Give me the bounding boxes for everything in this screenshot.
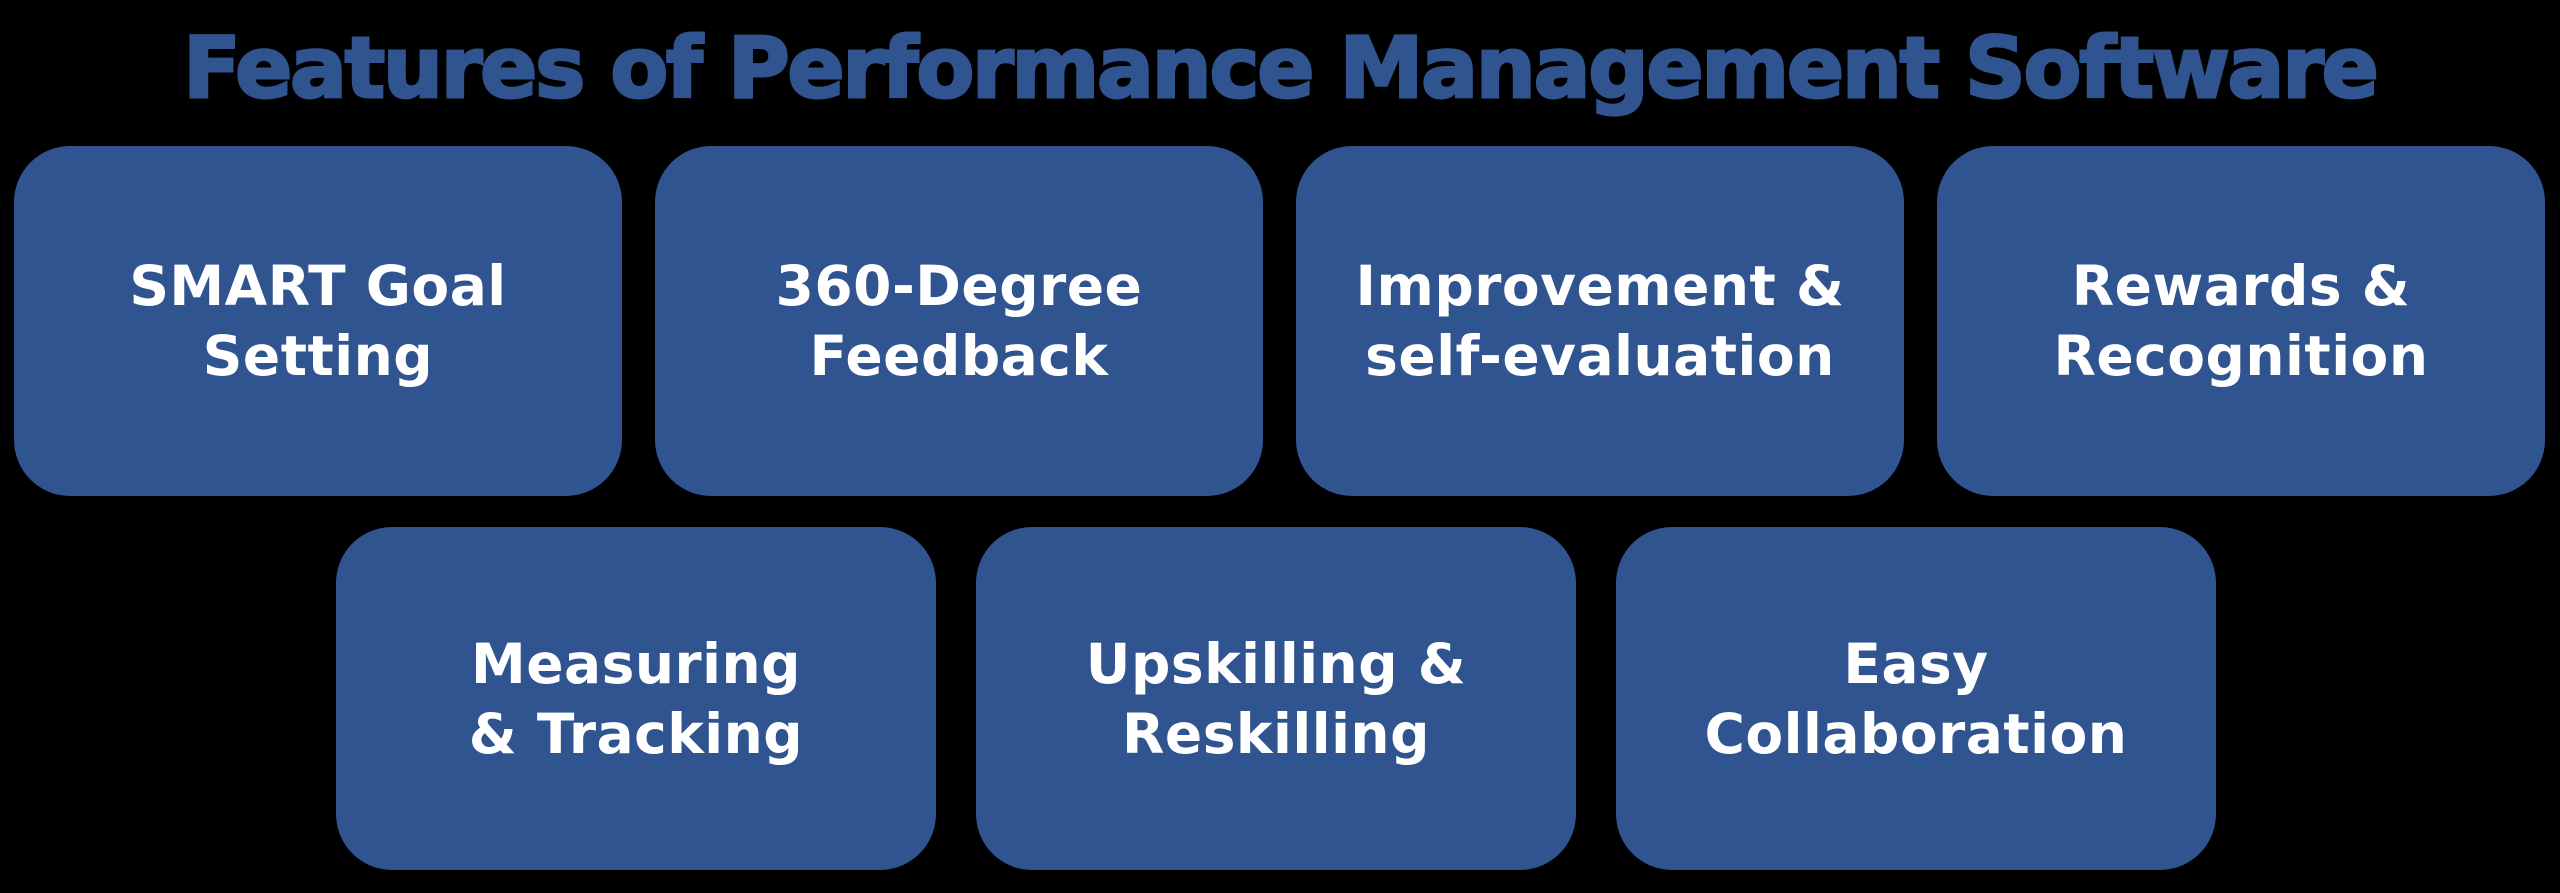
feature-label: Rewards & Recognition [2053,254,2429,388]
feature-card-360-degree-feedback: 360-Degree Feedback [655,146,1263,496]
feature-label: SMART Goal Setting [129,254,507,388]
feature-card-smart-goal-setting: SMART Goal Setting [14,146,622,496]
feature-label: Measuring & Tracking [468,631,804,766]
feature-label: Improvement & self-evaluation [1355,254,1845,388]
feature-card-improvement-self-evaluation: Improvement & self-evaluation [1296,146,1904,496]
diagram-title: Features of Performance Management Softw… [182,18,2381,119]
feature-card-measuring-tracking: Measuring & Tracking [336,527,936,870]
feature-card-upskilling-reskilling: Upskilling & Reskilling [976,527,1576,870]
feature-card-easy-collaboration: Easy Collaboration [1616,527,2216,870]
feature-label: 360-Degree Feedback [775,254,1143,388]
feature-card-rewards-recognition: Rewards & Recognition [1937,146,2545,496]
feature-label: Easy Collaboration [1704,631,2128,766]
feature-label: Upskilling & Reskilling [1085,631,1467,766]
